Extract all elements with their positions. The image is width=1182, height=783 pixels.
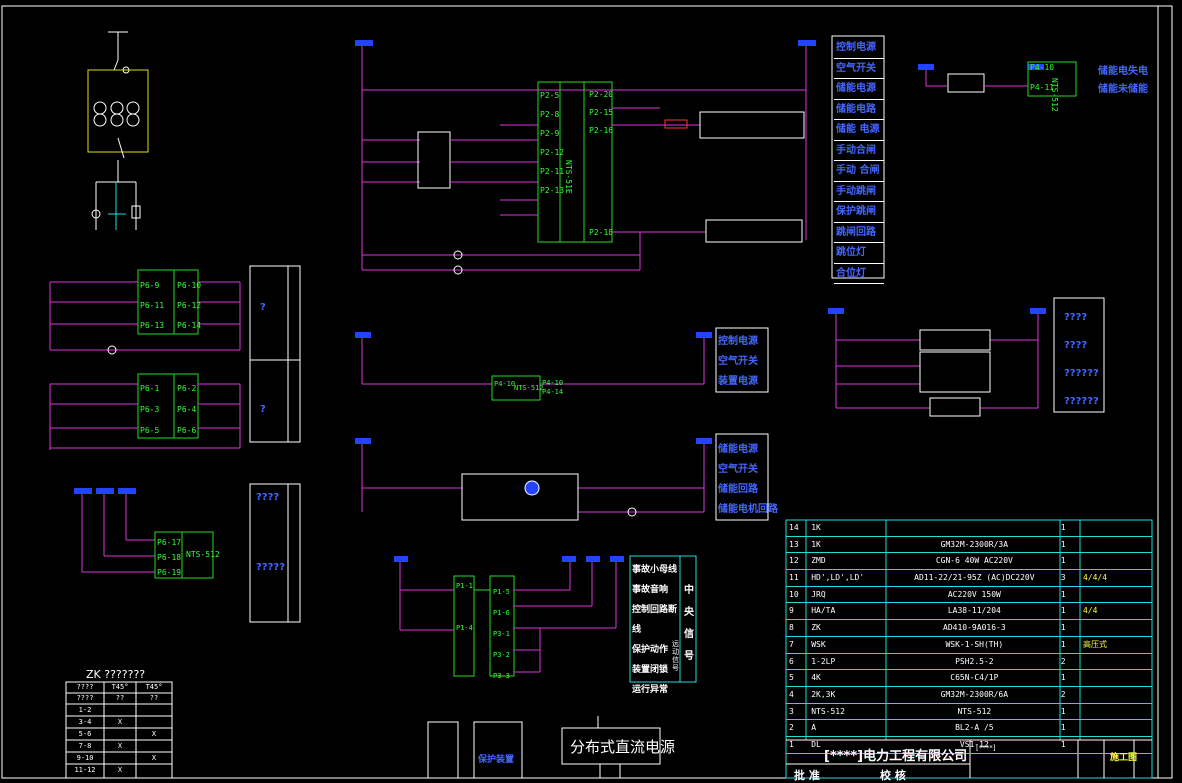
nts-main-label: NTS-51E — [564, 160, 573, 194]
main-control-circuit: NTS-51E — [355, 40, 816, 275]
nts-main-module — [537, 81, 585, 243]
left-box-3 — [249, 483, 301, 623]
left-box-1 — [249, 265, 301, 443]
right-aux-circuit — [828, 297, 1105, 417]
far-right-pin-2: P4-11 — [1030, 83, 1054, 92]
drawing-frame — [1, 5, 1173, 779]
motor-circuit — [355, 433, 769, 521]
far-right-module: NTS-512 P4-10 P4-11 — [918, 61, 1077, 112]
single-line-diagram — [87, 31, 149, 230]
bom-table-grid — [785, 519, 1153, 779]
mid-circuit — [355, 327, 769, 401]
far-right-label-1: 储能电失电 — [1097, 64, 1148, 77]
zk-table-grid — [65, 681, 173, 779]
left-module-1 — [49, 269, 241, 355]
far-right-pin-1: P4-10 — [1030, 63, 1054, 72]
left-module-3 — [74, 488, 214, 579]
signal-circuit — [394, 555, 697, 683]
far-right-label-2: 储能未储能 — [1097, 82, 1148, 95]
far-right-nts-label: NTS-512 — [1050, 78, 1059, 112]
dc-power-block — [427, 716, 661, 779]
control-label-column — [831, 35, 885, 279]
left-module-2 — [49, 373, 241, 450]
